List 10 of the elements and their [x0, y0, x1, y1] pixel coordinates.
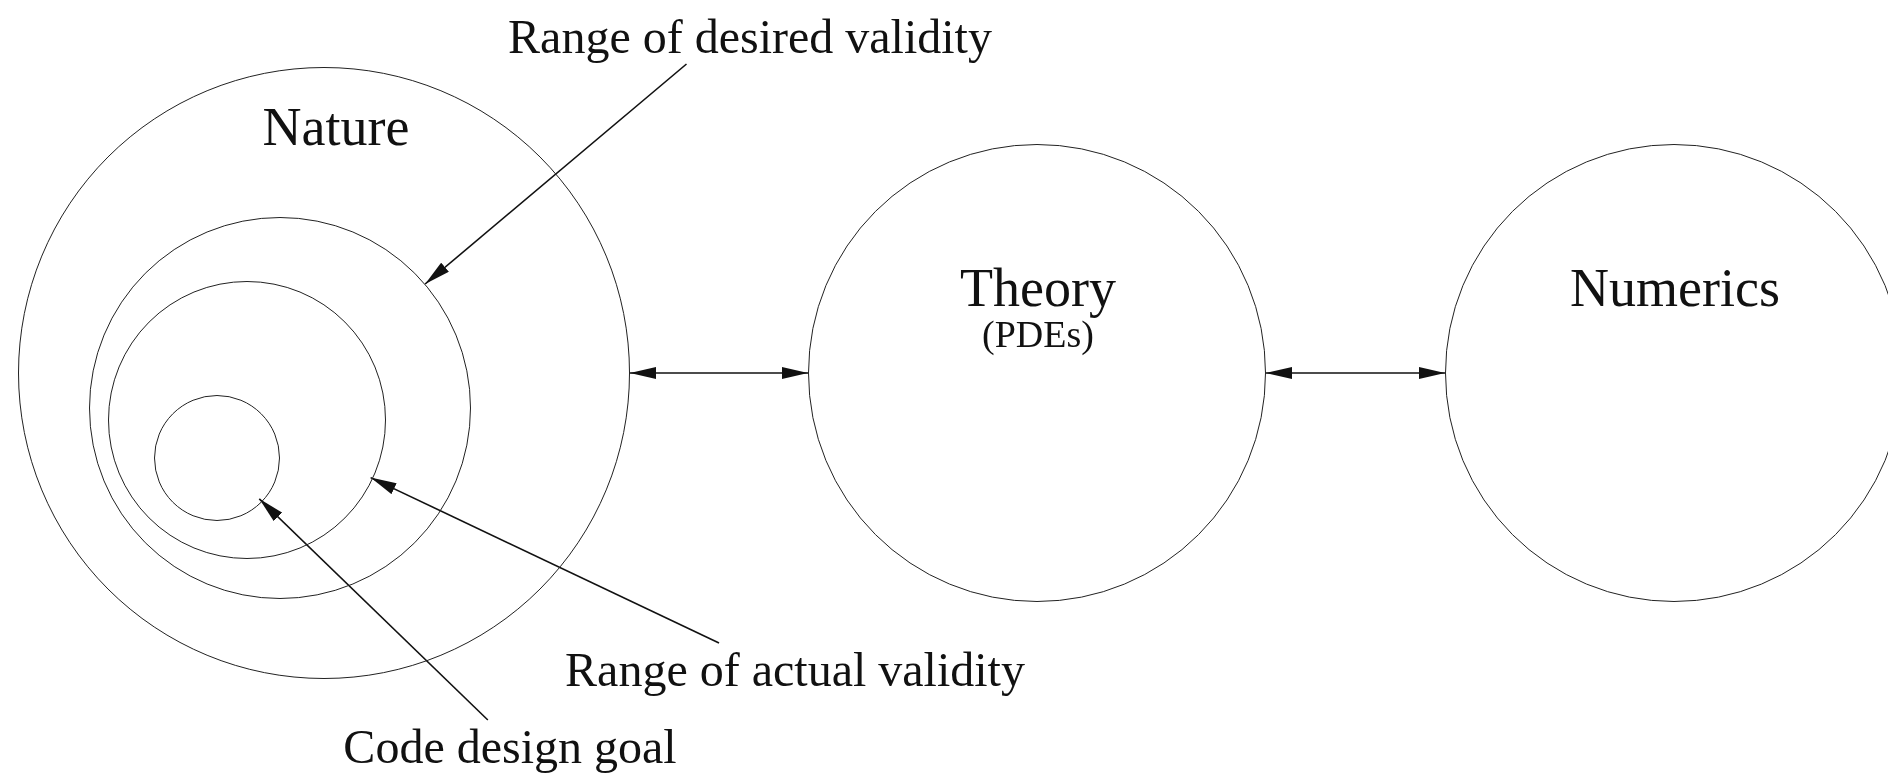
- leader-arrow: [424, 63, 688, 285]
- leader-arrow: [258, 498, 489, 721]
- annotation-label: Range of actual validity: [565, 646, 1025, 694]
- leader-arrow: [369, 476, 720, 644]
- double-arrow: [1265, 367, 1446, 379]
- annotation-label: Range of desired validity: [508, 13, 992, 61]
- annotation-label: Code design goal: [343, 723, 677, 771]
- double-arrow: [629, 367, 809, 379]
- circle-title: Numerics: [1570, 261, 1780, 315]
- circle-title: Nature: [262, 100, 410, 154]
